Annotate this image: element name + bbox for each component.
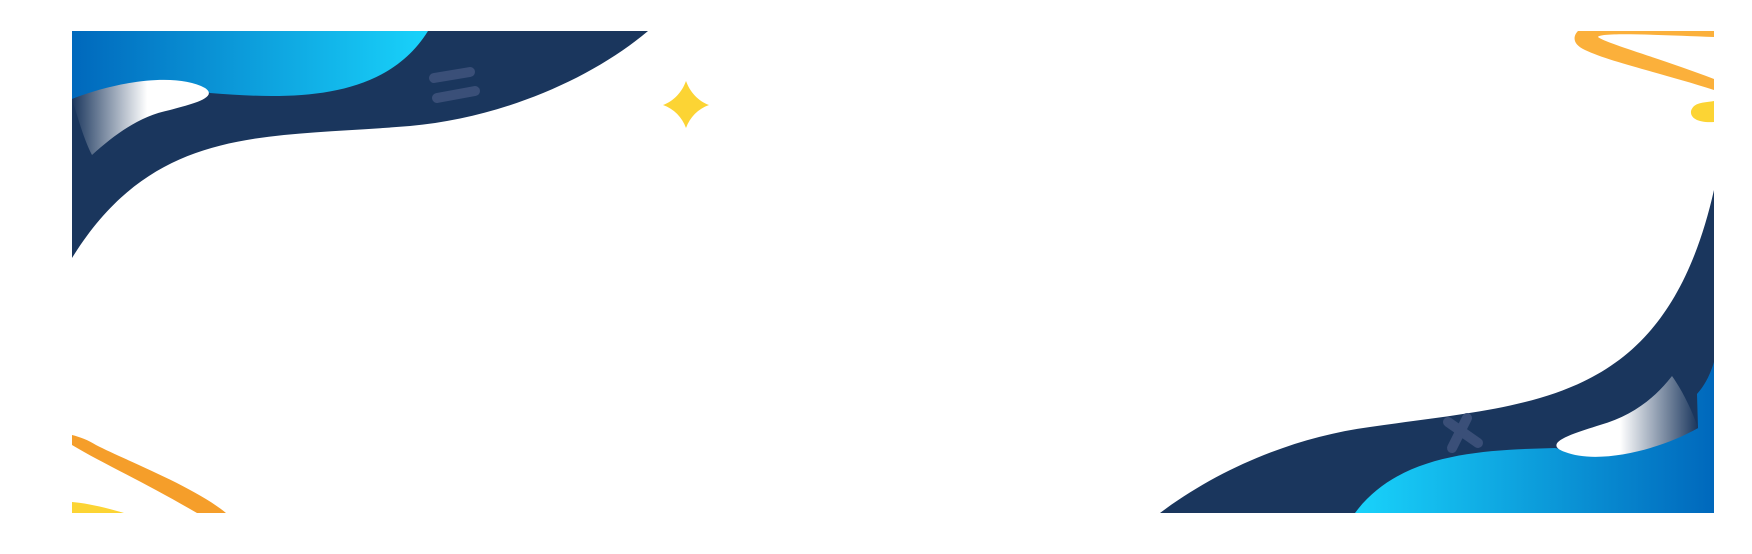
bottom-right-blue-band bbox=[1355, 362, 1714, 513]
bottom-right-navy-wave bbox=[1160, 190, 1714, 513]
bottom-right-fold bbox=[1556, 376, 1698, 457]
bottom-left-orange-swoosh bbox=[72, 435, 226, 513]
top-left-fold bbox=[72, 79, 209, 155]
sparkle-star-icon bbox=[663, 81, 709, 128]
top-right-orange-swoosh bbox=[1574, 31, 1714, 90]
top-right-yellow-spot bbox=[1690, 101, 1714, 123]
cross-mark bbox=[1443, 413, 1483, 453]
double-stroke-marks bbox=[429, 67, 480, 103]
bottom-left-yellow-spot bbox=[72, 502, 124, 513]
